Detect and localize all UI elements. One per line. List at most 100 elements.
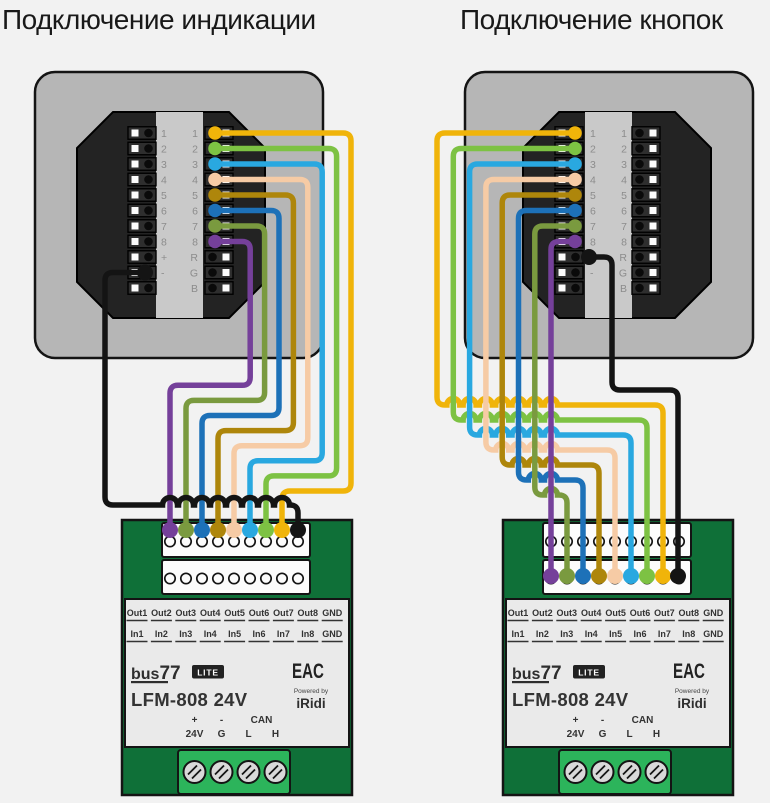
module-in-label: GND [703,629,724,639]
wires-indication [102,126,354,538]
terminal-slot [131,284,139,292]
terminal-row-label-right: B [620,283,627,295]
module-dot-out7 [178,522,194,538]
terminal-slot [558,284,566,292]
terminal-slot [222,253,230,261]
screw [209,760,234,784]
panel-dot-2 [568,141,582,156]
wire-3-sky-blue [466,161,634,579]
panel-dot-7 [208,219,222,233]
terminal-slot [649,222,657,230]
terminal-hole [144,128,153,138]
module-out-label: Out4 [581,608,602,618]
terminal-row-label-right: G [190,267,198,279]
panel-dot-6 [208,203,222,218]
power-label-l: L [245,729,251,740]
terminal-block [631,250,661,264]
eac-mark: EAC [673,658,705,682]
terminal-slot [131,160,139,168]
panel-dot-4 [208,172,222,187]
terminal-row-label-left: 8 [590,236,596,248]
wire-8-purple [548,238,578,579]
power-label-l: L [626,729,632,740]
terminal-slot [131,191,139,199]
terminal-block [631,265,661,280]
module-out-label: Out3 [557,608,578,618]
brand-badge-label: LITE [578,668,600,678]
module-out-label: GND [703,608,724,618]
module-dot-gnd [290,522,306,538]
terminal-row-label-right: 6 [192,205,198,217]
wire-common-minus-black [102,269,301,533]
screw-terminal-block [177,749,291,795]
terminal-hole [635,221,644,231]
terminal-row-label-right: 5 [192,190,198,202]
terminal-row-label-right: 4 [192,174,198,186]
module-dot-in5 [591,568,607,584]
terminal-row-label-right: 3 [192,159,198,171]
connector-hole [195,572,209,585]
screw-slot [568,764,579,776]
terminal-block [554,265,584,280]
terminal-row-label-left: 3 [590,159,596,171]
panel-dot-7 [568,219,582,233]
terminal-slot [649,160,657,168]
screw-slot [214,764,225,776]
power-label-plus: + [573,715,579,726]
terminal-hole [571,283,580,293]
screw-slot [622,764,633,776]
screw-slot [649,764,660,776]
wire-common-plus-black [586,254,681,579]
module-in-label: In1 [511,629,524,639]
terminal-hole [144,190,153,200]
module-in-label: In5 [228,629,241,639]
diagram-title-indication: Подключение индикации [2,4,316,35]
wire-5-dark-gold [499,192,602,579]
terminal-hole [208,268,217,277]
terminal-slot [131,129,139,137]
terminal-block [631,172,661,187]
terminal-hole [635,206,644,215]
module-front-plate [505,598,731,748]
terminal-row-label-right: 5 [621,190,627,202]
module-in-label: In6 [252,629,265,639]
wire-2-light-green [212,145,340,533]
power-label-h: H [653,729,660,740]
screw [563,760,588,784]
terminal-block [127,250,157,264]
terminal-slot [131,207,139,214]
terminal-slot [649,269,657,276]
terminal-slot [131,253,139,261]
module-out-label: Out5 [605,608,626,618]
terminal-slot [649,145,657,152]
screw-slot [218,768,229,780]
power-label-24v: 24V [186,729,204,740]
screw [236,760,261,784]
power-label-h: H [272,729,279,740]
screw [617,760,642,784]
terminal-hole [144,144,153,153]
wire-8-purple [167,238,253,533]
module-in-label: In3 [179,629,192,639]
brand-badge-label: LITE [197,668,219,678]
terminal-row-label-right: B [191,283,198,295]
panel-dot-1 [208,126,222,140]
terminal-row-label-left: 1 [590,128,596,140]
module-in-label: In6 [633,629,646,639]
module-dot-in1 [655,568,671,584]
module-lfm808-buttons: Out1In1Out2In2Out3In3Out4In4Out5In5Out6I… [501,518,735,797]
terminal-slot [131,176,139,183]
wire-7-olive [183,223,268,533]
terminal-hole [635,252,644,262]
terminal-row-label-right: 8 [192,236,198,248]
terminal-row-label-left: 2 [590,143,596,155]
terminal-slot [131,222,139,230]
terminal-row-label-right: 2 [192,143,198,155]
panel-dot-4 [568,172,582,187]
wires-buttons [434,126,686,584]
terminal-row-label-right: 1 [192,128,198,140]
module-model-label: LFM-808 24V [131,689,248,710]
